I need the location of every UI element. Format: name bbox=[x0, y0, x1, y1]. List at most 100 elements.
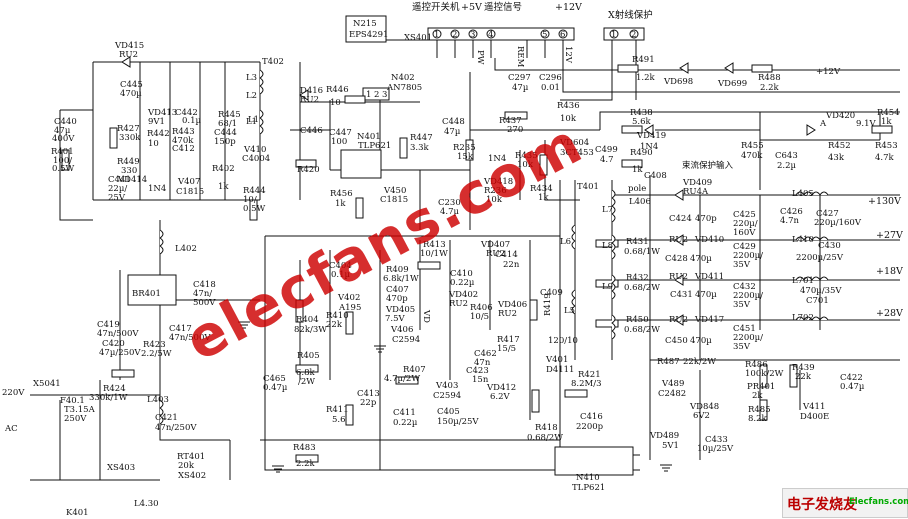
label-c701: C701 bbox=[806, 296, 829, 306]
label-c296v: 0.01 bbox=[541, 83, 560, 93]
label-vd417: VD417 bbox=[694, 315, 724, 325]
label-c446: C446 bbox=[300, 126, 323, 136]
ic-n402: N402 bbox=[391, 73, 415, 83]
label-r443: R443 bbox=[172, 127, 195, 137]
label-c424v: 470p bbox=[695, 214, 717, 224]
label-vd413: VD413 bbox=[147, 108, 177, 118]
label-r454: R454 bbox=[877, 108, 900, 118]
label-vd402: VD402 bbox=[448, 290, 478, 300]
label-c418: C418 bbox=[193, 280, 216, 290]
label-v450: V450 bbox=[383, 186, 406, 196]
label-r236v: 10k bbox=[486, 195, 503, 205]
label-r432v: 0.68/2W bbox=[624, 283, 660, 293]
label-c420v: 47µ/250V bbox=[99, 348, 141, 358]
label-vd698: VD698 bbox=[663, 77, 693, 87]
label-r437: R437 bbox=[499, 116, 522, 126]
label-r453v: 4.7k bbox=[875, 153, 895, 163]
pin-label-12v: 12V bbox=[563, 46, 573, 64]
label-c441: C441 bbox=[108, 175, 131, 185]
label-r483v: 2.2k bbox=[296, 459, 316, 469]
ic-eps4291: EPS4291 bbox=[349, 30, 388, 40]
label-ac: AC bbox=[4, 424, 18, 434]
label-r435v: 10k bbox=[517, 160, 534, 170]
label-d4111: D4111 bbox=[546, 365, 574, 375]
label-c421v: 47n/250V bbox=[155, 423, 197, 433]
label-r487v: 22k/2W bbox=[683, 357, 716, 367]
label-r432: R432 bbox=[626, 273, 649, 283]
label-c643: C643 bbox=[775, 151, 798, 161]
label-c2594: C2594 bbox=[392, 335, 420, 345]
label-c230: C230 bbox=[438, 198, 461, 208]
label-k401: K401 bbox=[66, 508, 89, 518]
label-r446: R446 bbox=[326, 85, 349, 95]
label-r409: R409 bbox=[386, 265, 409, 275]
label-ru2: RU2 bbox=[119, 50, 138, 60]
label-r435: R435 bbox=[515, 151, 538, 161]
label-c442v: 0.1µ bbox=[182, 116, 202, 126]
label-c230v: 4.7µ bbox=[440, 207, 460, 217]
connector-name: XS401 bbox=[404, 33, 432, 43]
n402-pin-1: 1 bbox=[366, 90, 371, 100]
label-220v: 220V bbox=[2, 388, 25, 398]
label-vd699: VD699 bbox=[717, 79, 747, 89]
label-r434v: 1k bbox=[538, 193, 549, 203]
label-c428: C428 bbox=[665, 254, 688, 264]
label-c445: C445 bbox=[120, 80, 143, 90]
label-vd411: VD411 bbox=[694, 272, 724, 282]
label-r486v: 100k/2W bbox=[745, 369, 784, 379]
label-vd407: VD407 bbox=[480, 240, 510, 250]
label-c2594b: C2594 bbox=[433, 391, 461, 401]
pin-label-rem: REM bbox=[515, 46, 525, 68]
label-l9: L9 bbox=[602, 282, 613, 292]
label-c425: C425 bbox=[733, 210, 756, 220]
xray-pin-2: 2 bbox=[631, 30, 636, 40]
label-r413: R413 bbox=[423, 240, 446, 250]
label-vd405v: 7.5V bbox=[385, 314, 406, 324]
label-r442v: 10 bbox=[148, 139, 159, 149]
label-r423v: 2.2/5W bbox=[141, 349, 172, 359]
label-r452: R452 bbox=[828, 141, 851, 151]
label-r490: R490 bbox=[630, 148, 653, 158]
label-c416: C416 bbox=[580, 412, 603, 422]
label-beam-protect-input: 束流保护输入 bbox=[682, 160, 734, 171]
label-r236: R236 bbox=[484, 186, 507, 196]
label-l406: L406 bbox=[629, 197, 651, 207]
label-a195: A195 bbox=[338, 303, 361, 313]
label-c4004: C4004 bbox=[242, 154, 270, 164]
label-vd604v: 3CT453 bbox=[560, 148, 594, 158]
label-r411: R411 bbox=[326, 405, 349, 415]
brand-en: Elecfans.com bbox=[849, 497, 908, 507]
label-r235: R235 bbox=[453, 143, 476, 153]
ic-n215: N215 bbox=[353, 19, 377, 29]
label-r456: R456 bbox=[330, 189, 353, 199]
label-120-10: 120/10 bbox=[548, 336, 578, 346]
label-r406: R406 bbox=[470, 303, 493, 313]
label-c422v: 0.47µ bbox=[840, 382, 865, 392]
label-c405: C405 bbox=[437, 407, 460, 417]
label-r410v: 22k bbox=[326, 320, 343, 330]
label-r439v: 22k bbox=[795, 372, 812, 382]
output-28v: +28V bbox=[876, 308, 903, 319]
label-r447v: 3.3k bbox=[410, 143, 430, 153]
brand-logo[interactable]: 电子发烧友 Elecfans.com bbox=[782, 488, 908, 518]
label-r419: R419 bbox=[543, 293, 553, 316]
connector-xs401 bbox=[427, 27, 575, 41]
label-c451: C451 bbox=[733, 324, 756, 334]
label-x5041: X5041 bbox=[33, 379, 61, 389]
label-c430: C430 bbox=[818, 241, 841, 251]
label-c448v: 47µ bbox=[444, 127, 461, 137]
label-c1815b: C1815 bbox=[380, 195, 408, 205]
n402-pin-2: 2 bbox=[374, 90, 379, 100]
label-c407v: 470p bbox=[386, 294, 408, 304]
label-r444v2: 0.5W bbox=[243, 204, 266, 214]
label-c440v2: 400V bbox=[52, 134, 75, 144]
label-c440: C440 bbox=[54, 117, 77, 127]
label-r445: R445 bbox=[218, 110, 241, 120]
label-c447v: 100 bbox=[331, 137, 347, 147]
label-l6: L6 bbox=[560, 237, 571, 247]
label-vd: VD bbox=[421, 309, 431, 323]
label-c2482: C2482 bbox=[658, 389, 686, 399]
label-c408: C408 bbox=[644, 171, 667, 181]
label-t401: T401 bbox=[577, 182, 599, 192]
